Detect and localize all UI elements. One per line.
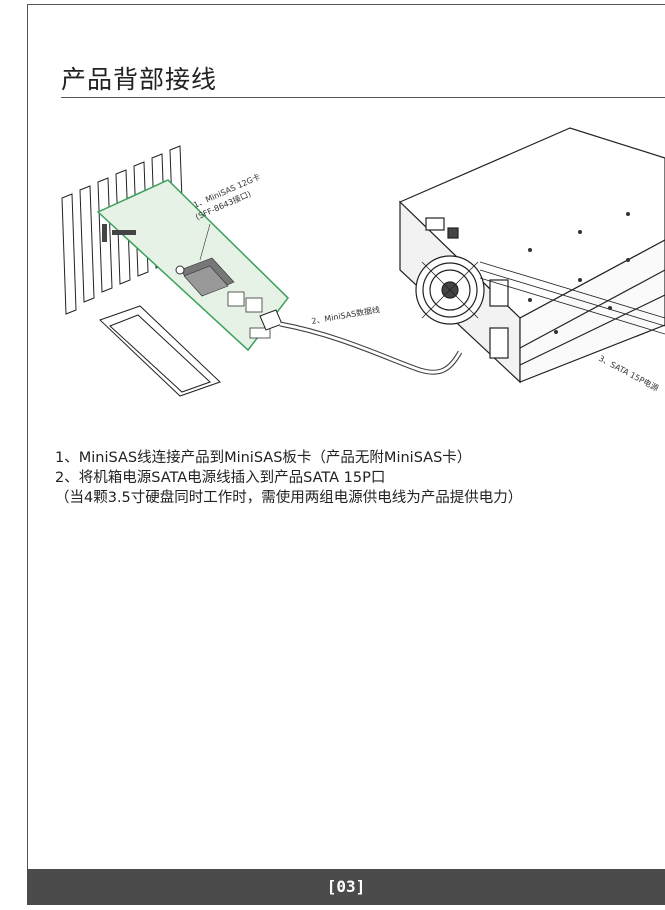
title-divider [61,97,665,98]
pcie-slot [99,305,221,397]
label-sata-power: 3、SATA 15P电源 [597,353,660,393]
connection-illustration: 1、MiniSAS 12G卡 (SFF-8643接口) 2、MiniSAS数据线… [61,127,665,397]
label-minisas-cable: 2、MiniSAS数据线 [311,304,381,326]
page-footer: [03] [27,869,665,905]
instructions: 1、MiniSAS线连接产品到MiniSAS板卡（产品无附MiniSAS卡） 2… [55,448,522,508]
instruction-line-3: （当4颗3.5寸硬盘同时工作时，需使用两组电源供电线为产品提供电力） [55,490,523,506]
storage-enclosure [398,127,665,384]
instruction-line-1: 1、MiniSAS线连接产品到MiniSAS板卡（产品无附MiniSAS卡） [55,450,472,466]
page-number: [03] [326,877,366,896]
instruction-line-2: 2、将机箱电源SATA电源线插入到产品SATA 15P口 [55,470,386,486]
section-title: 产品背部接线 [61,65,218,94]
page-frame [27,4,665,901]
raid-card [96,179,289,352]
